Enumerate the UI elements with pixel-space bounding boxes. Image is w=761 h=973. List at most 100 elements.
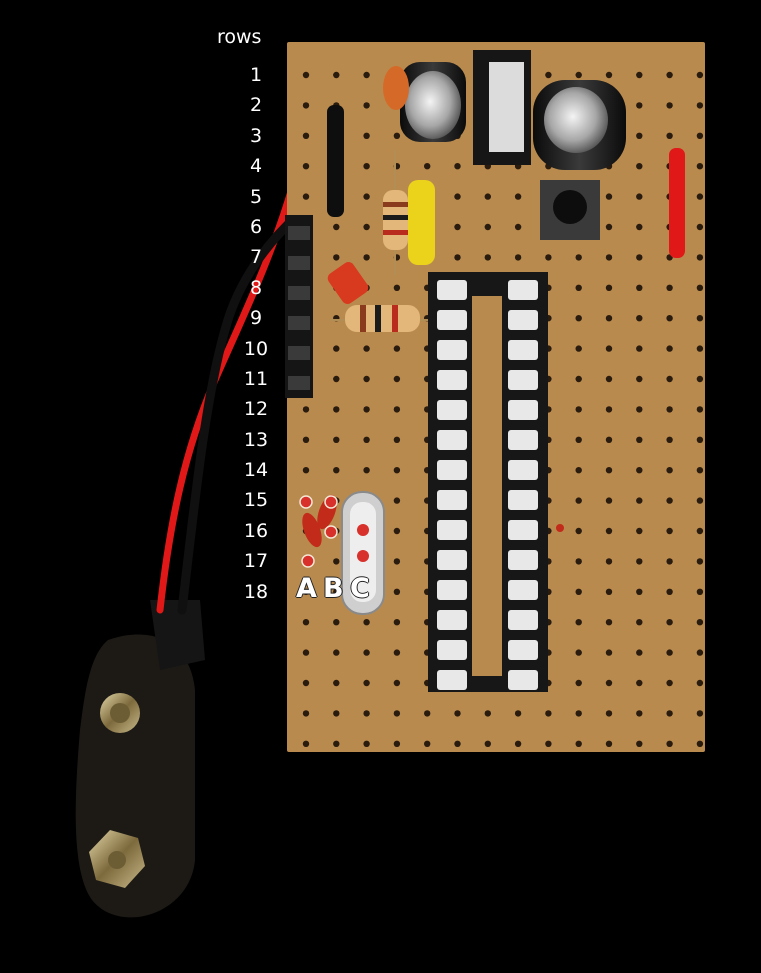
board-hole [605,284,613,291]
board-hole [514,254,522,261]
board-hole [575,436,582,443]
board-hole [696,558,704,565]
board-hole [333,558,340,565]
red-capacitor [327,262,369,304]
board-hole [424,740,431,747]
board-hole [393,710,401,717]
board-hole [666,619,673,626]
board-hole [636,132,643,139]
board-hole [666,649,673,656]
board-hole [393,467,401,474]
board-hole [605,558,613,565]
socket-pin [437,490,467,510]
board-hole [696,649,704,656]
socket-pin [508,430,538,450]
board-hole [393,497,401,504]
board-hole [333,710,340,717]
board-hole [302,71,310,79]
board-hole [363,619,370,626]
board-hole [302,102,310,109]
row-label: 16 [243,519,269,542]
socket-pin [437,400,467,420]
electrolytic-capacitor-right [533,80,626,170]
board-hole [302,193,310,200]
board-hole [575,679,582,687]
socket-pin [508,520,538,540]
board-hole [605,527,613,535]
board-hole [696,345,704,352]
board-hole [696,375,704,383]
board-hole [393,436,401,443]
board-hole [454,710,461,717]
board-hole [393,345,401,352]
board-hole [333,740,340,747]
board-hole [454,193,461,200]
board-hole [363,223,370,231]
header-pin [288,226,310,240]
row-label: 4 [249,155,263,178]
board-hole [605,649,613,656]
electrolytic-capacitor-left [400,62,466,142]
board-hole [393,527,401,535]
board-hole [605,619,613,626]
board-hole [393,375,401,383]
board-hole [666,467,673,474]
ceramic-capacitor [383,66,409,110]
board-hole [454,740,461,747]
snap-terminal-bottom [89,830,145,888]
board-hole [666,102,673,109]
board-hole [302,588,310,595]
board-hole [302,406,310,413]
board-hole [575,375,582,383]
socket-pin [508,400,538,420]
marker-right [556,524,564,532]
board-hole [363,679,370,687]
board-hole [393,588,401,595]
board-hole [696,315,704,322]
black-wire [177,210,303,615]
board-hole [454,163,461,170]
board-hole [393,619,401,626]
marker-a17 [301,554,315,568]
board-hole [605,315,613,322]
board-hole [393,558,401,565]
board-hole [666,679,673,687]
board-hole [575,71,582,79]
board-hole [696,467,704,474]
board-hole [636,254,643,261]
socket-pin [508,370,538,390]
board-hole [545,254,552,261]
row-label: 8 [249,276,263,299]
socket-pin [508,490,538,510]
board-hole [302,740,310,747]
hole-markers [299,495,369,568]
rows-header: rows [217,26,262,48]
board-hole [575,527,582,535]
board-hole [605,679,613,687]
board-hole [363,193,370,200]
board-hole [545,710,552,717]
board-hole [575,406,582,413]
board-hole [636,193,643,200]
column-label-a: A [296,573,317,604]
board-hole [666,527,673,535]
row-label: 3 [249,124,263,147]
board-hole [636,163,643,170]
board-hole [696,588,704,595]
board-hole [636,223,643,231]
board-hole [363,375,370,383]
board-hole [696,679,704,687]
socket-pin [437,370,467,390]
marker-c17 [357,550,369,562]
board-hole [333,679,340,687]
board-hole [333,71,340,79]
row-label: 9 [249,307,263,330]
board-hole [363,649,370,656]
board-hole [363,710,370,717]
socket-pin [508,280,538,300]
board-hole [636,679,643,687]
board-hole [666,345,673,352]
socket-pin [508,550,538,570]
board-hole [333,588,340,595]
board-hole [696,619,704,626]
